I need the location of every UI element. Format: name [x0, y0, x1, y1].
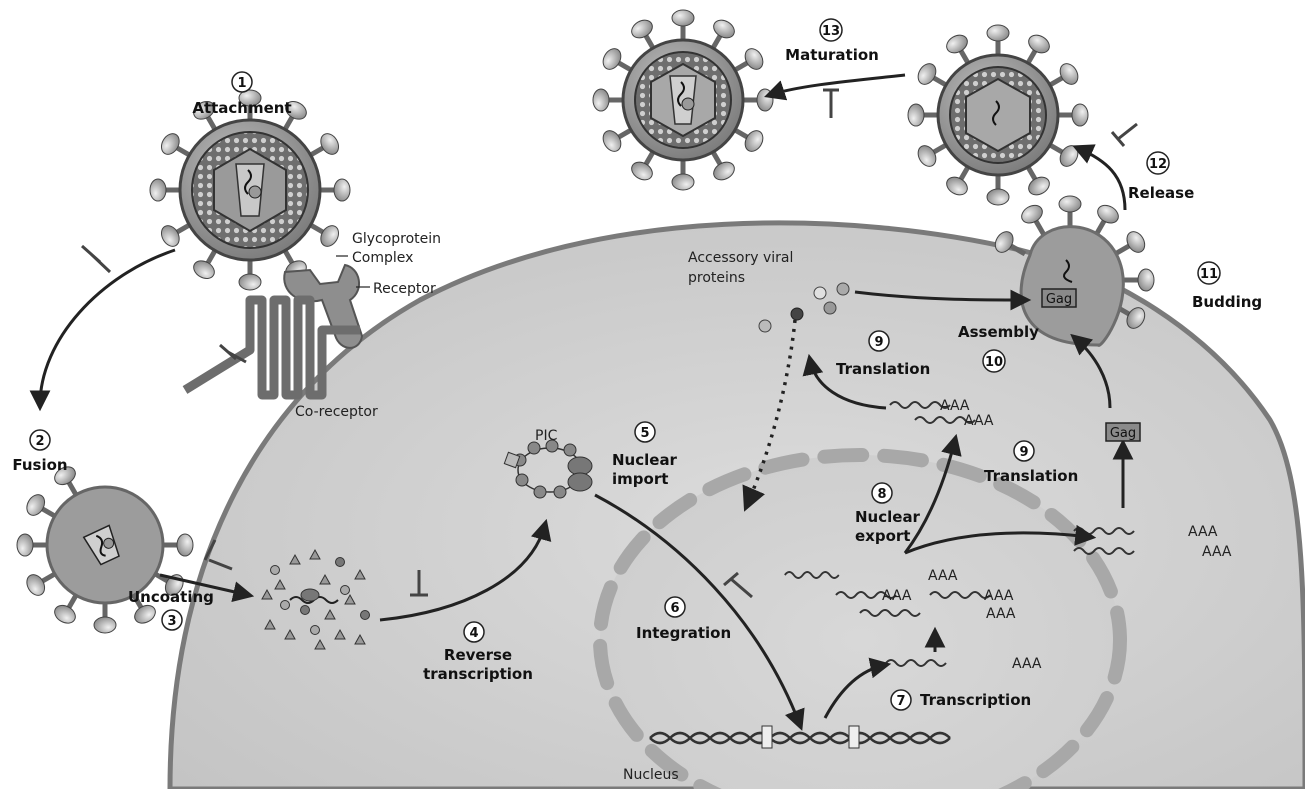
glycoprotein-knob — [150, 179, 182, 201]
step-9a-number: 9 — [874, 335, 883, 350]
aaa-tail-transcript: AAA — [1012, 656, 1042, 672]
virion-release — [938, 55, 1058, 175]
step-4-label-line2: transcription — [423, 665, 533, 683]
gag-protein-box-top: Gag — [1042, 289, 1076, 307]
step-6-label: Integration — [636, 624, 731, 642]
step-8-number: 8 — [877, 487, 886, 502]
nucleus-label: Nucleus — [623, 767, 679, 783]
aaa-tail-6: AAA — [964, 413, 994, 429]
step-1-number: 1 — [237, 76, 246, 91]
step-10-label: Assembly — [958, 323, 1039, 341]
pic-label: PIC — [535, 428, 558, 444]
step-7-label: Transcription — [920, 691, 1031, 709]
glycoprotein-knob — [161, 534, 193, 556]
co-receptor-label: Co-receptor — [295, 404, 378, 420]
step-13-label: Maturation — [785, 46, 879, 64]
aaa-tail-2: AAA — [882, 588, 912, 604]
step-5-number: 5 — [640, 426, 649, 441]
virion-fusion — [17, 463, 193, 633]
step-9b-number: 9 — [1019, 445, 1028, 460]
glycoprotein-label-line2: Complex — [352, 250, 413, 266]
virion-mature — [623, 40, 743, 160]
accessory-proteins-label-line1: Accessory viral — [688, 250, 793, 266]
glycoprotein-label-line1: Glycoprotein — [352, 231, 441, 247]
gag-protein-box-bottom: Gag — [1106, 423, 1140, 441]
aaa-tail-4: AAA — [986, 606, 1016, 622]
step-10-number: 10 — [985, 355, 1003, 370]
aaa-tail-7: AAA — [1188, 524, 1218, 540]
step-5-label-line1: Nuclear — [612, 451, 678, 469]
step-7-number: 7 — [896, 694, 905, 709]
receptor-label: Receptor — [373, 281, 436, 297]
step-9a-label: Translation — [836, 360, 930, 378]
step-13-number: 13 — [822, 24, 840, 39]
aaa-tail-1: AAA — [928, 568, 958, 584]
gag-label-bottom: Gag — [1110, 426, 1136, 441]
step-4-number: 4 — [469, 626, 478, 641]
step-12-number: 12 — [1149, 157, 1167, 172]
aaa-tail-5: AAA — [940, 398, 970, 414]
aaa-tail-3: AAA — [984, 588, 1014, 604]
step-8-label-line1: Nuclear — [855, 508, 921, 526]
step-9b-label: Translation — [984, 467, 1078, 485]
step-3-number: 3 — [167, 614, 176, 629]
step-6-number: 6 — [670, 601, 679, 616]
virion-attachment — [150, 90, 350, 290]
step-11-number: 11 — [1200, 267, 1218, 282]
step-4-label-line1: Reverse — [444, 646, 512, 664]
glycoprotein-knob — [318, 179, 350, 201]
step-8-label-line2: export — [855, 527, 910, 545]
accessory-proteins-label-line2: proteins — [688, 270, 745, 286]
step-3-label: Uncoating — [128, 588, 214, 606]
step-2-label: Fusion — [12, 456, 67, 474]
step-12-label: Release — [1128, 184, 1194, 202]
step-1-label: Attachment — [192, 99, 291, 117]
gag-label-top: Gag — [1046, 292, 1072, 307]
step-2-number: 2 — [35, 434, 44, 449]
glycoprotein-knob — [17, 534, 49, 556]
glycoprotein-knob — [94, 601, 116, 633]
aaa-tail-8: AAA — [1202, 544, 1232, 560]
step-5-label-line2: import — [612, 470, 668, 488]
step-11-label: Budding — [1192, 293, 1262, 311]
glycoprotein-knob — [239, 258, 261, 290]
